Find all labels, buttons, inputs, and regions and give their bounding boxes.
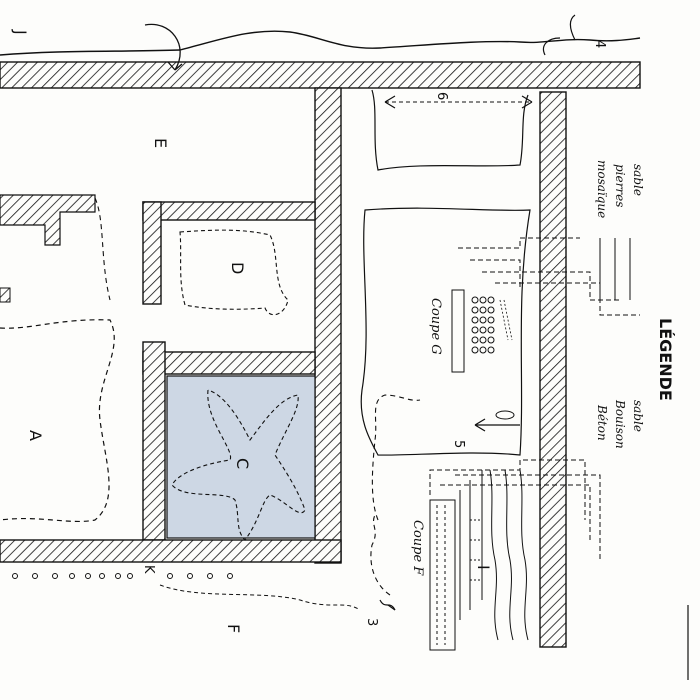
coupe-f-title: Coupe F bbox=[410, 520, 425, 576]
label-4: 4 bbox=[592, 40, 607, 48]
arrow-j bbox=[144, 23, 183, 71]
wall-c-left bbox=[142, 341, 166, 541]
zone-f: F bbox=[224, 624, 243, 633]
outline-d bbox=[179, 229, 289, 316]
coupe-g-title: Coupe G bbox=[428, 298, 443, 355]
basin-c bbox=[166, 375, 316, 539]
coupe-f-layer-3: sable bbox=[631, 400, 645, 432]
room-outline-lower bbox=[360, 207, 531, 456]
zone-i: I bbox=[474, 565, 493, 570]
wall-east-e bbox=[314, 87, 342, 564]
outline-a bbox=[0, 319, 115, 523]
coupe-g-block bbox=[451, 289, 465, 373]
label-6: 6 bbox=[434, 92, 449, 100]
arrow-5 bbox=[474, 418, 520, 432]
coupe-f-layers bbox=[429, 469, 529, 651]
wall-fragment-small bbox=[0, 287, 11, 303]
label-5: 5 bbox=[451, 440, 466, 448]
zone-e: E bbox=[151, 138, 170, 148]
outline-lower-room bbox=[371, 394, 421, 521]
wall-north bbox=[0, 61, 641, 89]
wall-south bbox=[0, 539, 342, 563]
wall-east bbox=[539, 91, 567, 648]
wall-d-top bbox=[142, 201, 316, 221]
zone-k: K bbox=[141, 565, 156, 574]
coupe-f-layer-2: Bouison bbox=[613, 399, 627, 449]
label-3: 3 bbox=[364, 618, 379, 626]
coupe-g-layer-3: sable bbox=[631, 164, 645, 196]
wall-fragment-nw bbox=[0, 194, 96, 246]
coupe-g-stones bbox=[471, 296, 495, 354]
zone-c: C bbox=[233, 458, 252, 469]
legend-title: LÉGENDE bbox=[656, 318, 675, 401]
room-outline-upper bbox=[371, 89, 529, 171]
coupe-g-layer-2: pierres bbox=[613, 164, 627, 207]
dotted-row-k bbox=[12, 573, 233, 579]
arrow-3 bbox=[379, 599, 396, 611]
coupe-g-layer-1: mosaïque bbox=[595, 160, 609, 218]
zone-d: D bbox=[228, 262, 247, 274]
zone-j: J bbox=[11, 29, 30, 35]
wall-c-top bbox=[142, 351, 316, 375]
zone-a: A bbox=[26, 430, 45, 441]
coupe-f-layer-1: Béton bbox=[595, 404, 609, 441]
wall-d-left bbox=[142, 201, 162, 305]
